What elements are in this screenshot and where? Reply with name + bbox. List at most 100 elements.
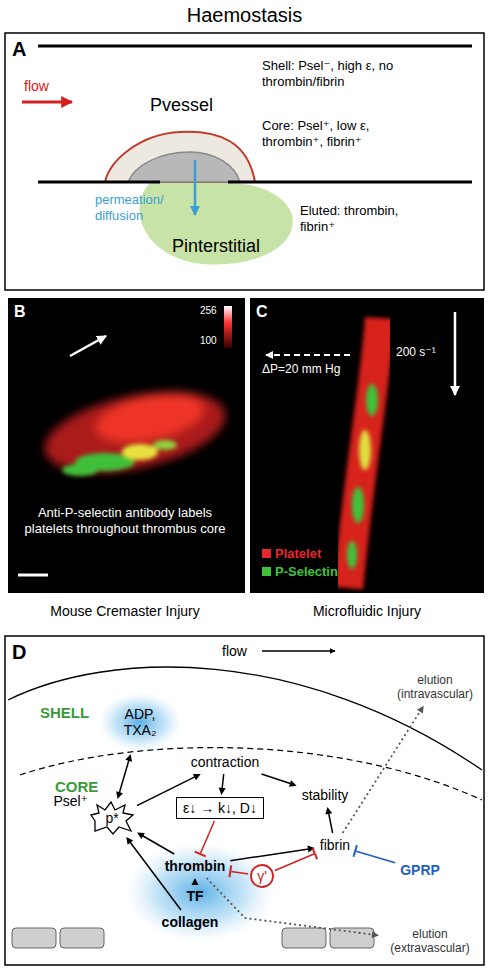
pressure-label: Pinterstitial — [172, 236, 260, 258]
connector — [229, 865, 248, 877]
endothelial-cell — [60, 928, 104, 948]
scale-value: 256 — [200, 305, 217, 317]
core-boundary — [20, 748, 482, 800]
platelet-shape — [91, 802, 133, 834]
node-text: collagen — [162, 914, 219, 930]
panel-caption: Mouse Cremaster Injury — [50, 603, 199, 620]
colour-bar — [224, 306, 232, 348]
node-text: Psel⁺ — [53, 793, 88, 809]
pressure-label: ΔP=20 mm Hg — [262, 362, 340, 376]
process-label: permeation/ diffusion — [95, 192, 180, 223]
micrograph — [8, 298, 245, 593]
connector — [195, 821, 215, 856]
region-label: SHELL — [40, 704, 89, 722]
connector-line — [201, 821, 215, 853]
mediator-cloud-shape — [98, 692, 182, 752]
connector-line — [119, 760, 129, 793]
node-text: TF — [186, 888, 203, 904]
arrowhead — [325, 807, 332, 815]
connector-line — [230, 849, 309, 861]
pselectin-image — [62, 440, 177, 476]
arrowhead — [137, 832, 145, 839]
inhibition-bar — [353, 845, 356, 857]
connector-line — [356, 851, 395, 863]
node-text: fibrin — [320, 837, 350, 853]
connector — [116, 754, 132, 799]
pselectin-signal — [122, 444, 158, 460]
node-text: elution (intravascular) — [389, 674, 481, 702]
legend-swatch — [262, 567, 271, 576]
node-text: ADP, TXA₂ — [114, 706, 166, 738]
connector-line — [231, 871, 248, 874]
pselectin-signal — [62, 464, 98, 476]
node-text: stability — [302, 787, 349, 803]
pselectin-signal — [352, 487, 364, 523]
figure-title: Haemostasis — [0, 4, 489, 27]
flow-arrow — [70, 336, 106, 356]
inhibition-bar — [312, 848, 317, 859]
pselectin-image — [347, 384, 378, 569]
panel-frame — [5, 636, 484, 965]
platelet-symbol: Psel⁺p* — [89, 801, 135, 835]
micrograph — [250, 298, 484, 593]
arrowhead — [193, 774, 201, 780]
panel-letter: B — [14, 302, 26, 321]
connector — [191, 878, 198, 885]
scale-bar — [18, 574, 48, 577]
shear-arrow — [454, 312, 457, 395]
region-note: Shell: Psel⁻, high ε, no thrombin/fibrin — [262, 58, 412, 89]
node-text: GPRP — [400, 862, 440, 878]
panel-letter: A — [12, 37, 26, 61]
pselectin-signal — [347, 541, 357, 569]
permeation-arrow — [194, 160, 197, 215]
connector-line — [130, 842, 181, 910]
endothelial-cell — [282, 928, 326, 948]
connector — [137, 832, 174, 854]
node-text: p* — [105, 810, 118, 826]
arrowhead — [289, 780, 297, 787]
inhibitor-text: GPRP — [397, 860, 443, 880]
image-annotation: Anti-P-selectin antibody labels platelet… — [20, 505, 230, 536]
region-note: Core: Psel⁺, low ε, thrombin⁺, fibrin⁺ — [262, 118, 407, 149]
pselectin-signal — [153, 440, 177, 450]
node-text: thrombin — [165, 858, 226, 874]
connector — [343, 706, 424, 833]
flow-arrow — [262, 650, 335, 652]
factor-text: thrombin — [162, 856, 229, 876]
legend-text: P-Selectin — [275, 564, 338, 579]
vessel-wall — [228, 181, 472, 184]
flow-label: flow — [24, 78, 49, 95]
process-text: contraction — [188, 752, 262, 772]
pressure-arrow — [266, 354, 350, 356]
arrowhead — [126, 837, 133, 845]
process-text: stability — [299, 785, 352, 805]
connector-line — [275, 854, 314, 871]
connector-line — [142, 836, 174, 855]
connector — [219, 774, 226, 795]
vessel-wall — [38, 45, 472, 48]
flow-arrow — [22, 101, 72, 104]
panel-letter: D — [12, 640, 26, 664]
node-text: contraction — [191, 754, 259, 770]
platelet-signal — [348, 318, 380, 588]
vessel-wall — [38, 181, 160, 184]
legend-swatch — [262, 549, 271, 558]
connector-line — [222, 774, 224, 789]
connector-line — [329, 813, 333, 833]
inhibition-bar — [229, 865, 231, 877]
shell-region — [105, 132, 255, 182]
pselectin-signal — [366, 384, 378, 416]
connector — [275, 848, 317, 870]
platelet-signal — [38, 378, 233, 487]
platelet-signal — [92, 385, 209, 451]
connector — [353, 845, 395, 863]
connector-line — [207, 878, 373, 935]
arrowhead — [219, 788, 226, 795]
thrombus-image — [38, 378, 233, 487]
arrowhead — [417, 706, 424, 714]
arrowhead — [191, 878, 198, 885]
arrowhead — [125, 754, 132, 762]
